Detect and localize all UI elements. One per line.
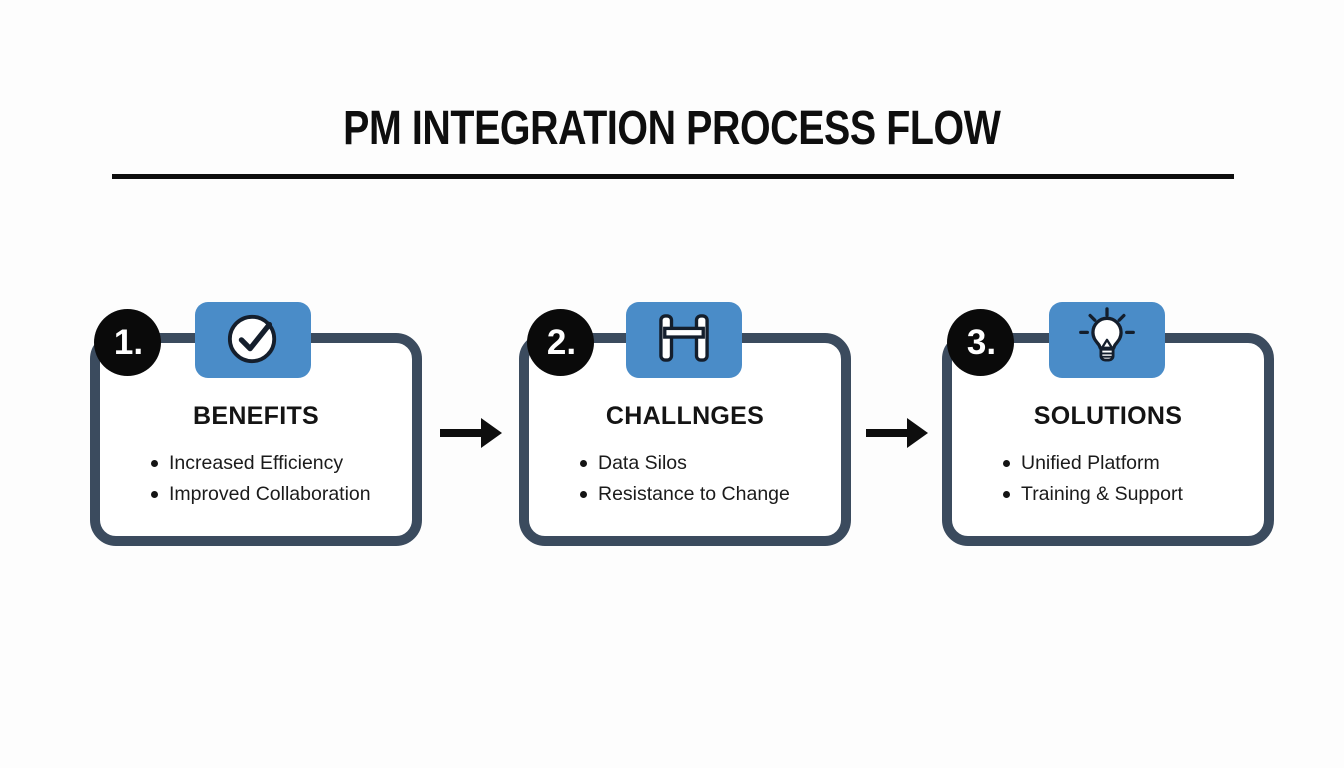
step-number-badge: 2.	[527, 309, 594, 376]
icon-tab-solutions	[1049, 302, 1165, 378]
card-bullet-list: Increased Efficiency Improved Collaborat…	[150, 448, 406, 510]
header: PM INTEGRATION PROCESS FLOW	[0, 103, 1344, 155]
list-item: Unified Platform	[1002, 448, 1258, 479]
card-title: BENEFITS	[192, 402, 320, 430]
step-number: 2.	[546, 322, 577, 362]
arrow-right-icon	[440, 414, 502, 457]
list-item: Increased Efficiency	[150, 448, 406, 479]
step-number: 1.	[113, 322, 144, 362]
icon-tab-challenges	[626, 302, 742, 378]
lightbulb-icon	[1077, 306, 1137, 374]
list-item: Training & Support	[1002, 479, 1258, 510]
arrow-right-icon	[866, 414, 928, 457]
list-item: Resistance to Change	[579, 479, 835, 510]
icon-tab-benefits	[195, 302, 311, 378]
card-title: SOLUTIONS	[1033, 402, 1183, 430]
step-number: 3.	[966, 322, 997, 362]
hurdle-icon	[652, 313, 716, 368]
step-number-badge: 1.	[94, 309, 161, 376]
card-bullet-list: Data Silos Resistance to Change	[579, 448, 835, 510]
list-item: Improved Collaboration	[150, 479, 406, 510]
step-number-badge: 3.	[947, 309, 1014, 376]
list-item: Data Silos	[579, 448, 835, 479]
page-title: PM INTEGRATION PROCESS FLOW	[343, 102, 1001, 155]
check-circle-icon	[226, 311, 280, 370]
card-title: CHALLNGES	[605, 402, 765, 430]
title-underline	[112, 174, 1234, 179]
card-bullet-list: Unified Platform Training & Support	[1002, 448, 1258, 510]
